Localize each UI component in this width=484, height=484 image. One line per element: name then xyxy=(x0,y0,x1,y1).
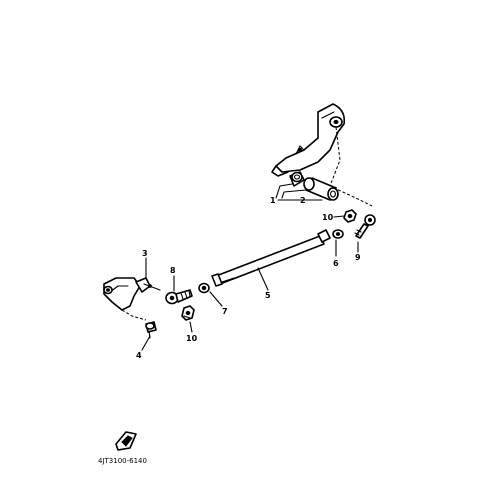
part-10-nut-right xyxy=(343,209,357,223)
leader-5 xyxy=(257,267,269,291)
callout-1: 1 xyxy=(270,196,276,205)
callout-5: 5 xyxy=(265,291,271,300)
callout-3: 3 xyxy=(142,249,148,258)
callout-2: 2 xyxy=(300,196,306,205)
part-1-bushing xyxy=(289,171,305,187)
callout-8: 8 xyxy=(170,266,176,275)
part-3-shift-lever xyxy=(103,277,161,321)
part-5-shift-rod xyxy=(211,229,331,287)
part-code: 4JT3100-6140 xyxy=(98,457,147,465)
part-9-eye-bolt xyxy=(354,214,376,239)
callout-4: 4 xyxy=(136,351,142,360)
callout-10-right: 10 xyxy=(322,213,334,222)
callout-6: 6 xyxy=(333,259,339,268)
leader-4 xyxy=(141,335,151,351)
leader-10-right xyxy=(333,215,345,218)
part-7-washer xyxy=(198,282,210,294)
part-4-bolt xyxy=(145,321,157,339)
callout-7: 7 xyxy=(222,307,228,316)
leader-7 xyxy=(209,291,223,307)
part-10-nut-left xyxy=(181,305,195,321)
part-2-sleeve xyxy=(303,177,339,201)
part-8-eye-bolt xyxy=(165,289,193,305)
callout-9: 9 xyxy=(355,253,361,262)
leader-lines-1-2 xyxy=(275,183,323,201)
part-6-washer xyxy=(332,229,344,239)
callout-10-left: 10 xyxy=(186,334,198,343)
orientation-figure xyxy=(115,431,137,451)
upper-bracket xyxy=(271,103,373,207)
leader-10-left xyxy=(189,321,193,333)
